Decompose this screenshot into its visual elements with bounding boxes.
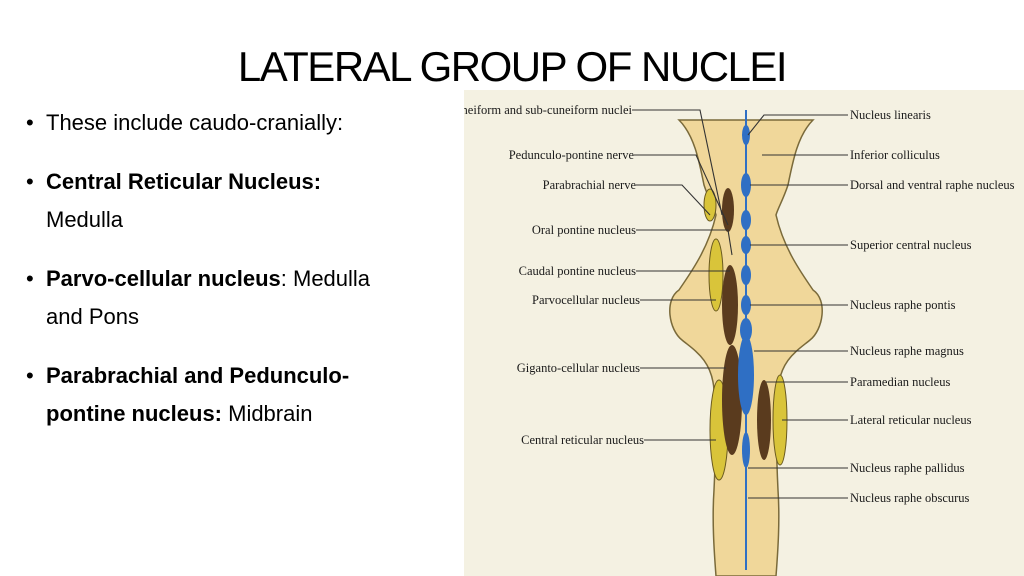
leader-line: [747, 114, 848, 136]
bullet-line: Central Reticular Nucleus:: [46, 167, 446, 197]
label-raphe-magnus: Nucleus raphe magnus: [850, 344, 964, 358]
left-labels: Cuneiform and sub-cuneiform nuclei Pedun…: [464, 103, 644, 447]
label-nucleus-linearis: Nucleus linearis: [850, 108, 931, 122]
bullet-item: Parvo-cellular nucleus: Medulla and Pons: [26, 264, 446, 332]
left-leader-lines: [632, 109, 733, 441]
brown-nucleus: [722, 188, 734, 232]
label-parabrachial: Parabrachial nerve: [543, 178, 637, 192]
bullet-rest-text: : Medulla: [280, 266, 371, 291]
bullet-bold-text: Parabrachial and Pedunculo-: [46, 363, 350, 388]
leader-line: [636, 184, 711, 216]
brown-nucleus: [722, 265, 738, 345]
bullet-line: Parvo-cellular nucleus: Medulla: [46, 264, 446, 294]
bullet-bold-text: pontine nucleus:: [46, 401, 222, 426]
label-raphe-obscurus: Nucleus raphe obscurus: [850, 491, 970, 505]
right-leader-lines: [747, 114, 848, 499]
bullet-continuation: and Pons: [46, 304, 139, 329]
label-central-reticular: Central reticular nucleus: [521, 433, 644, 447]
label-giganto-cellular: Giganto-cellular nucleus: [517, 361, 640, 375]
bullet-item: These include caudo-cranially:: [26, 108, 446, 138]
bullet-continuation: pontine nucleus: Midbrain: [46, 399, 446, 429]
label-raphe-pontis: Nucleus raphe pontis: [850, 298, 956, 312]
slide-title: LATERAL GROUP OF NUCLEI: [237, 43, 788, 90]
brown-nucleus: [722, 345, 742, 455]
bullet-item: Parabrachial and Pedunculo- pontine nucl…: [26, 361, 446, 429]
bullet-continuation: Medulla: [46, 207, 124, 232]
brainstem-diagram: Cuneiform and sub-cuneiform nuclei Pedun…: [464, 90, 1024, 576]
right-labels: Nucleus linearis Inferior colliculus Dor…: [850, 108, 1015, 505]
label-inferior-colliculus: Inferior colliculus: [850, 148, 940, 162]
bullet-bold-text: Parvo-cellular nucleus: [46, 266, 281, 291]
label-caudal-pontine: Caudal pontine nucleus: [519, 264, 636, 278]
bullet-text: These include caudo-cranially:: [46, 110, 344, 135]
label-lateral-reticular: Lateral reticular nucleus: [850, 413, 972, 427]
bullet-rest-text: Midbrain: [222, 401, 313, 426]
label-pedunculo-pontine: Pedunculo-pontine nerve: [509, 148, 635, 162]
yellow-nucleus: [708, 238, 724, 312]
label-oral-pontine: Oral pontine nucleus: [532, 223, 636, 237]
leader-line: [636, 229, 733, 256]
leader-line: [634, 154, 729, 226]
label-raphe-pallidus: Nucleus raphe pallidus: [850, 461, 965, 475]
bullet-item: Central Reticular Nucleus: Medulla: [26, 167, 446, 235]
label-parvocellular: Parvocellular nucleus: [532, 293, 640, 307]
brown-nucleus: [757, 380, 771, 460]
label-superior-central: Superior central nucleus: [850, 238, 972, 252]
bullet-line: Parabrachial and Pedunculo-: [46, 361, 446, 391]
bullet-bold-text: Central Reticular Nucleus:: [46, 169, 322, 194]
yellow-nucleus: [703, 188, 717, 222]
label-dorsal-ventral-raphe: Dorsal and ventral raphe nucleus: [850, 178, 1015, 192]
leader-line: [632, 109, 723, 216]
label-paramedian: Paramedian nucleus: [850, 375, 950, 389]
bullet-list: These include caudo-cranially: Central R…: [26, 108, 446, 458]
label-cuneiform: Cuneiform and sub-cuneiform nuclei: [464, 103, 633, 117]
brainstem-figure: Cuneiform and sub-cuneiform nuclei Pedun…: [464, 103, 1015, 576]
